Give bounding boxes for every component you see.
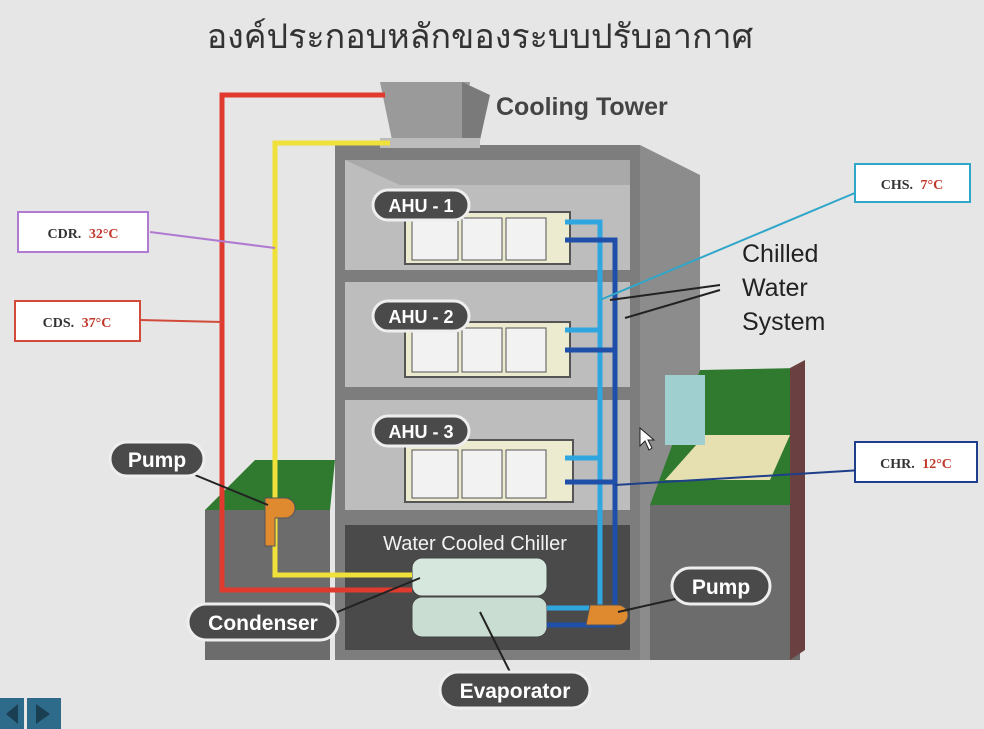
- cdr-value: 32°C: [89, 227, 119, 242]
- evaporator-label: Evaporator: [460, 680, 571, 703]
- chs-value: 7°C: [921, 178, 944, 193]
- chilled-water-arrow-1: [609, 284, 721, 301]
- svg-text:CHR. 12°C: CHR. 12°C: [880, 457, 952, 472]
- right-wall-shadow: [790, 360, 805, 660]
- pump-right-body: [585, 604, 629, 626]
- mouse-cursor: [639, 426, 656, 451]
- floor-1-ceiling: [345, 160, 630, 185]
- chilled-water-arrow-2: [624, 289, 721, 319]
- pump-left-badge: [108, 440, 206, 478]
- courtyard-floor: [665, 435, 790, 480]
- pump-left-leader: [194, 474, 269, 506]
- ahu-3-badge: [371, 414, 471, 448]
- chs-name: CHS.: [881, 178, 913, 193]
- cds-value: 37°C: [82, 316, 112, 331]
- condenser-return-pipe: [219, 92, 412, 593]
- svg-text:CDS. 37°C: CDS. 37°C: [43, 316, 112, 331]
- chs-leader: [599, 189, 863, 301]
- ahu-1-badge: [371, 188, 471, 222]
- evaporator-badge: [438, 670, 592, 710]
- evaporator-leader: [479, 611, 511, 673]
- cdr-box: CDR. 32°C: [17, 211, 149, 253]
- condenser-leader: [329, 577, 421, 616]
- chilled-return-pipe: [565, 237, 618, 612]
- pump-left-body: [264, 497, 296, 547]
- chr-box: CHR. 12°C: [854, 441, 978, 483]
- prev-arrow-icon: [6, 704, 18, 724]
- cds-leader: [139, 319, 223, 323]
- condenser-supply-pipe: [272, 140, 412, 578]
- ahu-2-badge: [371, 299, 471, 333]
- grass-left: [205, 460, 335, 510]
- chilled-water-label-3: System: [742, 308, 825, 336]
- condenser-badge: [186, 602, 340, 642]
- pump-right-badge: [670, 566, 772, 606]
- chr-name: CHR.: [880, 457, 915, 472]
- chilled-water-label-1: Chilled: [742, 240, 818, 268]
- chiller-label: Water Cooled Chiller: [383, 533, 567, 555]
- condenser-label: Condenser: [208, 612, 318, 635]
- cooling-tower-label: Cooling Tower: [496, 93, 668, 121]
- svg-text:CDR. 32°C: CDR. 32°C: [47, 227, 118, 242]
- cdr-leader: [149, 231, 276, 249]
- cooling-tower-side: [462, 82, 490, 140]
- chr-value: 12°C: [922, 457, 952, 472]
- ahu-2-label: AHU - 2: [388, 307, 453, 327]
- pump-right-label: Pump: [692, 576, 750, 599]
- page-title: องค์ประกอบหลักของระบบปรับอากาศ: [207, 18, 754, 56]
- pump-right-leader: [617, 597, 681, 613]
- cds-name: CDS.: [43, 316, 75, 331]
- ahu-3-label: AHU - 3: [388, 422, 453, 442]
- ahu-1-label: AHU - 1: [388, 196, 453, 216]
- chr-leader: [614, 469, 863, 486]
- ahu-unit-3: [404, 439, 574, 503]
- courtyard-wall: [665, 375, 705, 445]
- svg-text:CHS. 7°C: CHS. 7°C: [881, 178, 944, 193]
- cooling-tower: [380, 82, 470, 140]
- cdr-name: CDR.: [47, 227, 81, 242]
- pump-left-label: Pump: [128, 449, 186, 472]
- condenser-tank: [411, 557, 548, 597]
- next-arrow-icon: [36, 704, 50, 724]
- cds-box: CDS. 37°C: [14, 300, 141, 342]
- cooling-tower-base: [380, 138, 480, 148]
- chs-box: CHS. 7°C: [854, 163, 971, 203]
- evaporator-tank: [411, 596, 548, 638]
- chilled-water-label-2: Water: [742, 274, 808, 302]
